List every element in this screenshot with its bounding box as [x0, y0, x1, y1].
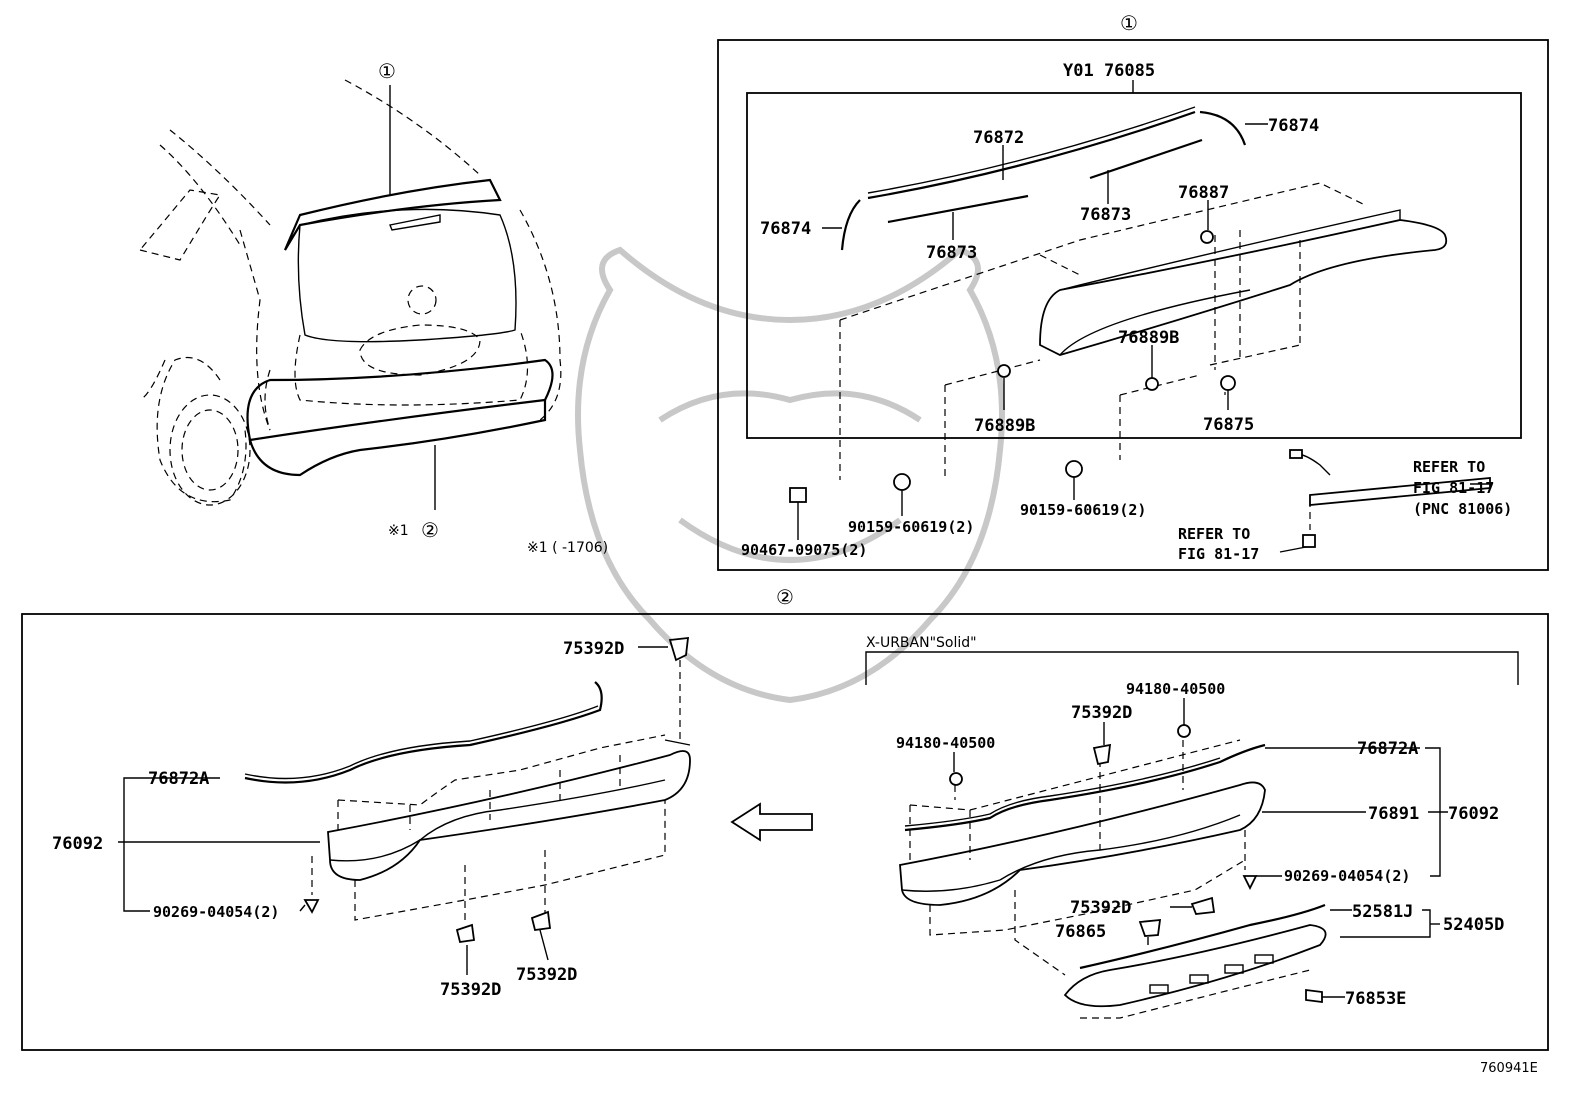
part-76887: 76887 [1178, 183, 1229, 203]
refer-bottom-line-1: REFER TO [1178, 525, 1250, 543]
skid-plate [1063, 903, 1327, 1008]
clip-icon [668, 636, 690, 662]
left-part-75392d-bottom-left: 75392D [440, 980, 501, 1000]
part-76889b-left: 76889B [974, 416, 1035, 436]
section-1-title: ① [1120, 11, 1138, 35]
part-76874-right: 76874 [1268, 116, 1319, 136]
left-part-76092: 76092 [52, 834, 103, 854]
screw-icon [1242, 875, 1258, 891]
nut-icon [1177, 724, 1191, 738]
right-part-52581j: 52581J [1352, 902, 1413, 922]
left-part-76872a: 76872A [148, 769, 209, 789]
clip-icon [1305, 988, 1323, 1004]
right-part-76865: 76865 [1055, 922, 1106, 942]
fastener-icons [789, 230, 1491, 548]
section-1-frame [717, 39, 1549, 571]
part-76874-left: 76874 [760, 219, 811, 239]
rear-spoiler [1039, 219, 1448, 356]
right-part-75392d-top: 75392D [1071, 703, 1132, 723]
figure-id: 760941E [1480, 1061, 1538, 1076]
callout-1: ① [378, 59, 396, 83]
part-90467: 90467-09075(2) [741, 541, 867, 559]
clip-icon [1138, 918, 1162, 937]
arrow-left-icon [730, 802, 813, 842]
refer-right-line-2: FIG 81-17 [1413, 479, 1494, 497]
right-part-52405d: 52405D [1443, 915, 1504, 935]
refer-right-line-3: (PNC 81006) [1413, 500, 1512, 518]
refer-right-line-1: REFER TO [1413, 458, 1485, 476]
clip-icon [530, 910, 552, 931]
clip-icon [1190, 896, 1216, 915]
part-90159-right: 90159-60619(2) [1020, 501, 1146, 519]
bumper-left-ribs [409, 755, 621, 830]
right-part-94180-left: 94180-40500 [896, 734, 995, 752]
part-76875: 76875 [1203, 415, 1254, 435]
refer-bottom-line-2: FIG 81-17 [1178, 545, 1259, 563]
right-part-76872a: 76872A [1357, 739, 1418, 759]
note-mark: ※1 [388, 523, 409, 539]
vehicle-overview [138, 79, 562, 510]
section-2-title: ② [776, 585, 794, 609]
right-part-76092: 76092 [1448, 804, 1499, 824]
left-part-75392d-bottom-right: 75392D [516, 965, 577, 985]
part-76873-right: 76873 [1080, 205, 1131, 225]
applicability-note: ※1 ( -1706) [527, 540, 608, 556]
clip-icon [455, 923, 476, 944]
part-76889b-right: 76889B [1118, 328, 1179, 348]
left-part-90269: 90269-04054(2) [153, 903, 279, 921]
assembly-number: Y01 76085 [1063, 61, 1155, 81]
spoiler-moldings [840, 106, 1247, 251]
part-76872: 76872 [973, 128, 1024, 148]
part-90159-left: 90159-60619(2) [848, 518, 974, 536]
part-76873-left: 76873 [926, 243, 977, 263]
assembly-frame [746, 92, 1522, 439]
variant-label: X-URBAN"Solid" [866, 635, 977, 651]
clip-icon [1092, 743, 1112, 766]
callout-2: ② [421, 518, 439, 542]
right-part-90269: 90269-04054(2) [1284, 867, 1410, 885]
screw-icon [303, 899, 320, 914]
watermark-emblem [575, 246, 1005, 704]
right-part-76853e: 76853E [1345, 989, 1406, 1009]
section-2-frame [21, 613, 1549, 1051]
right-part-94180-top: 94180-40500 [1126, 680, 1225, 698]
right-part-76891: 76891 [1368, 804, 1419, 824]
nut-icon [949, 772, 963, 786]
bumper-left [244, 681, 691, 881]
right-part-75392d-mid: 75392D [1070, 898, 1131, 918]
left-part-75392d-top: 75392D [563, 639, 624, 659]
